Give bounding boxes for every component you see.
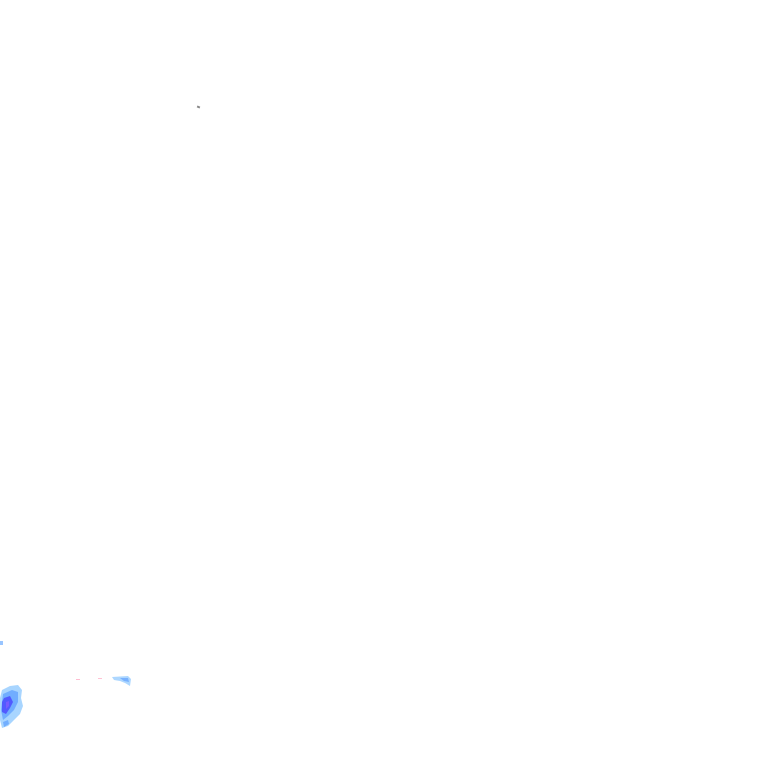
dark-speck — [196, 105, 201, 109]
pink-dot — [76, 679, 80, 680]
blob-drip — [3, 720, 9, 727]
pink-dot — [98, 678, 102, 679]
blob-violet — [6, 701, 9, 709]
blue-paint-blob — [0, 685, 23, 728]
streak-core — [120, 678, 129, 682]
blue-streak — [76, 676, 131, 686]
blue-tick — [0, 641, 3, 645]
